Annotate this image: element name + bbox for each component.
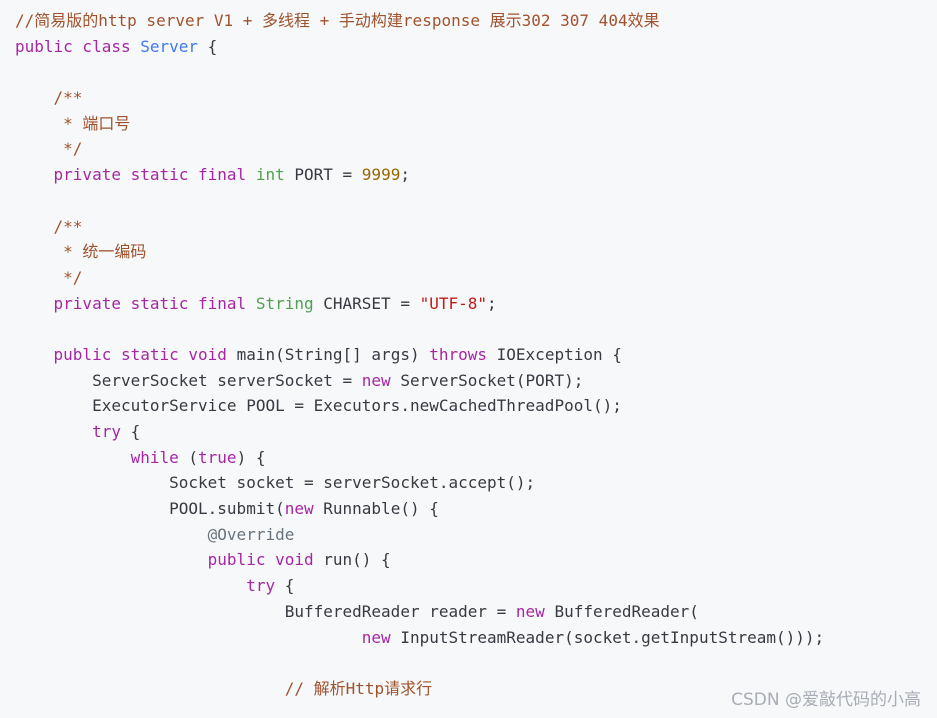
- code-token-keyword: public class: [15, 36, 141, 56]
- code-line: ExecutorService POOL = Executors.newCach…: [15, 393, 824, 419]
- code-token-keyword: new: [361, 370, 391, 390]
- code-line: * 端口号: [15, 111, 824, 137]
- code-line: ​: [15, 650, 824, 676]
- code-line: // 解析Http请求行: [15, 676, 824, 702]
- code-line: BufferedReader reader = new BufferedRead…: [15, 599, 824, 625]
- code-line: /**: [15, 85, 824, 111]
- csdn-watermark: CSDN @爱敲代码的小高: [731, 690, 921, 710]
- code-token-plain: (: [178, 447, 199, 467]
- code-token-keyword: try: [15, 576, 276, 596]
- code-line: try {: [15, 419, 824, 445]
- code-token-plain: run() {: [323, 550, 391, 570]
- code-token-plain: InputStreamReader(socket.getInputStream(…: [390, 627, 825, 647]
- code-token-keyword: new: [15, 627, 391, 647]
- code-line: new InputStreamReader(socket.getInputStr…: [15, 625, 824, 651]
- code-line: */: [15, 136, 824, 162]
- code-token-comment: * 统一编码: [15, 242, 147, 262]
- code-line: POOL.submit(new Runnable() {: [15, 496, 824, 522]
- code-token-keyword: while: [15, 447, 179, 467]
- code-token-plain: ) {: [236, 447, 266, 467]
- code-line: ​: [15, 188, 824, 214]
- code-token-type: int: [255, 165, 285, 185]
- code-token-plain: {: [120, 422, 141, 441]
- code-token-literal: true: [198, 447, 237, 467]
- code-line: @Override: [15, 522, 824, 548]
- code-token-plain: PORT =: [284, 165, 362, 185]
- code-token-comment: */: [15, 267, 83, 287]
- code-lines: //简易版的http server V1 + 多线程 + 手动构建respons…: [15, 8, 824, 702]
- code-token-plain: Runnable() {: [313, 499, 439, 519]
- code-token-comment: /**: [15, 88, 83, 108]
- code-token-plain: ServerSocket(PORT);: [390, 370, 584, 390]
- code-token-plain: BufferedReader(: [544, 601, 699, 621]
- code-line: public static void main(String[] args) t…: [15, 342, 824, 368]
- code-line: Socket socket = serverSocket.accept();: [15, 470, 824, 496]
- code-token-number: 9999: [361, 165, 401, 185]
- code-line: */: [15, 265, 824, 291]
- code-token-keyword: throws: [429, 344, 488, 364]
- code-token-plain: {: [275, 576, 295, 596]
- code-line: /**: [15, 214, 824, 240]
- code-token-plain: ;: [487, 293, 497, 313]
- code-token-plain: CHARSET =: [313, 293, 420, 313]
- code-token-plain: BufferedReader reader =: [15, 601, 516, 621]
- code-token-plain: POOL.submit(: [15, 499, 285, 519]
- code-token-plain: Socket socket = serverSocket.accept();: [15, 473, 536, 493]
- code-token-meta: @Override: [15, 524, 295, 544]
- code-line: ServerSocket serverSocket = new ServerSo…: [15, 368, 824, 394]
- code-line: public void run() {: [15, 547, 824, 573]
- code-line: ​: [15, 59, 824, 85]
- code-token-keyword: new: [284, 499, 314, 519]
- code-token-comment: // 解析Http请求行: [15, 678, 433, 698]
- code-token-comment: //简易版的http server V1 + 多线程 + 手动构建respons…: [15, 11, 660, 30]
- code-line: private static final String CHARSET = "U…: [15, 291, 824, 317]
- code-token-plain: ExecutorService POOL = Executors.newCach…: [15, 396, 622, 416]
- code-token-keyword: try: [15, 422, 121, 441]
- code-token-comment: /**: [15, 216, 83, 236]
- code-token-keyword: private static final: [15, 293, 256, 313]
- code-line: ​: [15, 316, 824, 342]
- code-token-plain: ;: [400, 165, 410, 185]
- code-token-title: Server: [140, 36, 199, 56]
- code-token-comment: * 端口号: [15, 113, 131, 133]
- code-token-keyword: public static void: [15, 344, 237, 364]
- code-token-comment: */: [15, 139, 83, 159]
- code-token-keyword: new: [515, 601, 545, 621]
- code-line: public class Server {: [15, 34, 824, 60]
- code-line: * 统一编码: [15, 239, 824, 265]
- code-token-plain: {: [198, 36, 218, 56]
- code-token-string: "UTF-8": [419, 293, 488, 313]
- code-token-keyword: public void: [15, 550, 324, 570]
- code-token-plain: ServerSocket serverSocket =: [15, 370, 362, 390]
- code-line: private static final int PORT = 9999;: [15, 162, 824, 188]
- code-line: while (true) {: [15, 445, 824, 471]
- code-token-plain: main(String[] args): [236, 344, 430, 364]
- code-line: try {: [15, 573, 824, 599]
- code-line: //简易版的http server V1 + 多线程 + 手动构建respons…: [15, 8, 824, 34]
- code-token-plain: IOException {: [487, 344, 622, 364]
- code-token-keyword: private static final: [15, 165, 256, 185]
- code-token-type: String: [255, 293, 314, 313]
